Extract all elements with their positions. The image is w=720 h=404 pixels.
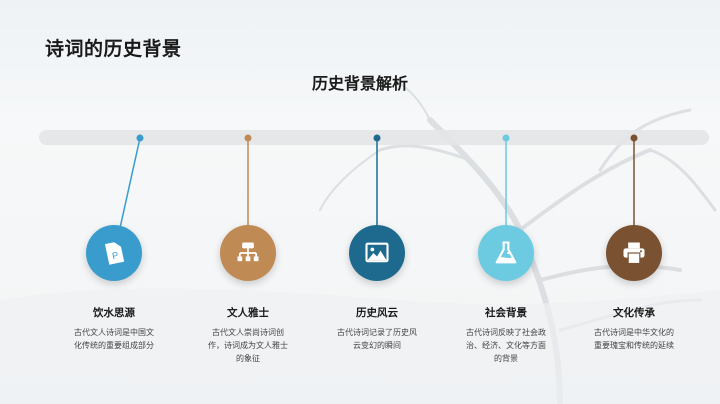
item-description: 古代文人诗词是中国文化传统的重要组成部分 [74,328,154,350]
org-chart-icon [237,242,259,262]
connector-2 [244,134,252,226]
item-title: 文人雅士 [227,307,269,319]
section-title: 历史背景解析 [311,74,408,93]
item-circle [220,225,276,281]
item-description: 古代诗词反映了社会政治、经济、文化等方面的背景 [466,328,546,363]
item-title: 饮水思源 [93,307,135,319]
item-description: 古代诗词记录了历史风云变幻的瞬间 [337,328,417,350]
item-circle [478,225,534,281]
image-icon [365,242,389,263]
timeline-item-5: 文化传承 古代诗词是中华文化的重要瑰宝和传统的延续 [574,225,694,352]
svg-text:P: P [111,250,119,261]
timeline-item-1: P 饮水思源 古代文人诗词是中国文化传统的重要组成部分 [54,225,174,352]
timeline-item-4: 社会背景 古代诗词反映了社会政治、经济、文化等方面的背景 [446,225,566,365]
item-title: 文化传承 [613,307,655,319]
timeline-item-2: 文人雅士 古代文人崇尚诗词创作，诗词成为文人雅士的象征 [188,225,308,365]
printer-icon [623,242,645,265]
connector-3 [373,134,381,226]
connector-4 [502,134,510,226]
item-circle: P [86,225,142,281]
item-description: 古代文人崇尚诗词创作，诗词成为文人雅士的象征 [208,328,288,363]
item-description: 古代诗词是中华文化的重要瑰宝和传统的延续 [594,328,674,350]
timeline-item-3: 历史风云 古代诗词记录了历史风云变幻的瞬间 [317,225,437,352]
item-circle [349,225,405,281]
slide-title: 诗词的历史背景 [45,38,182,60]
item-title: 社会背景 [485,307,527,319]
item-title: 历史风云 [356,307,398,319]
powerpoint-file-icon: P [104,242,125,265]
connector-1 [119,134,144,229]
connector-5 [630,134,638,226]
item-circle [606,225,662,281]
flask-icon [495,241,517,264]
